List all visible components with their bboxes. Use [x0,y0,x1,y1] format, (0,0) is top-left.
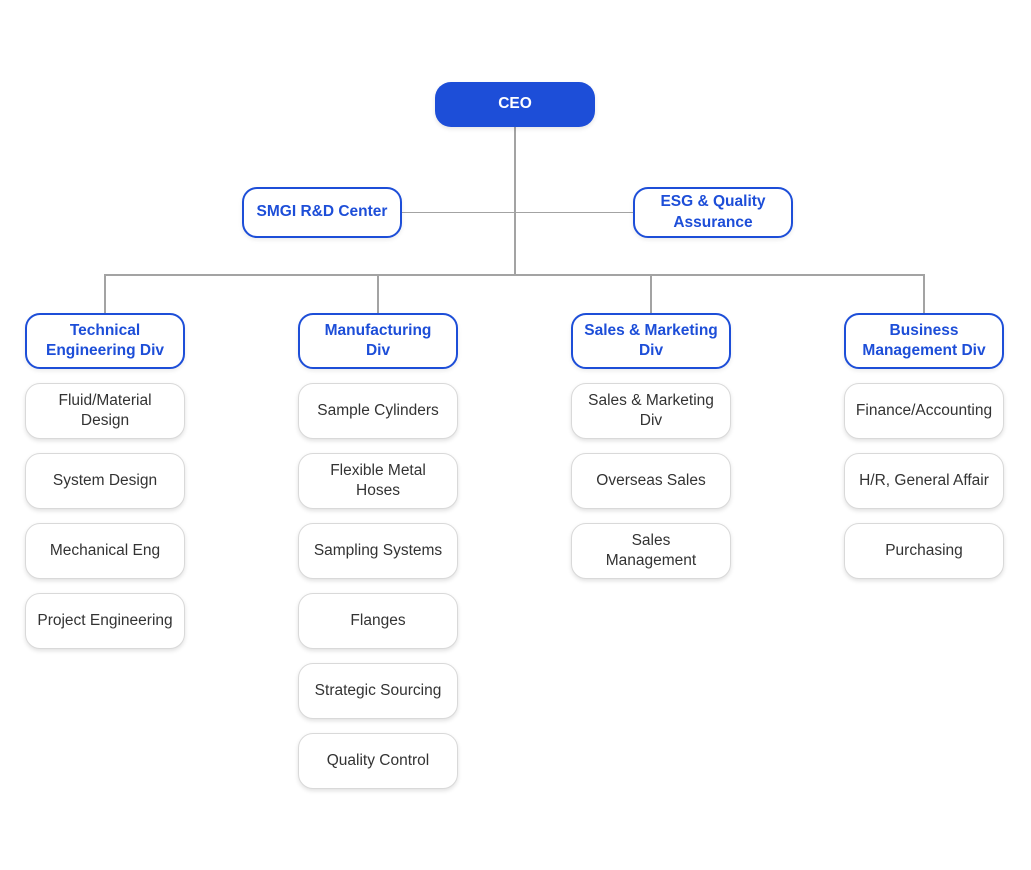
team-node-fluid-material-design: Fluid/Material Design [25,383,185,439]
division-node-manufacturing: Manufacturing Div [298,313,458,369]
connector-divisions-bus [104,274,924,276]
division-node-sales-marketing: Sales & Marketing Div [571,313,731,369]
ceo-node: CEO [435,82,595,127]
staff-node-smgi-rnd-center: SMGI R&D Center [242,187,402,238]
connector-drop-technical [104,274,106,314]
team-node-flexible-metal-hoses: Flexible Metal Hoses [298,453,458,509]
division-node-business-management: Business Management Div [844,313,1004,369]
connector-ceo-vertical [514,127,516,275]
team-node-project-engineering: Project Engineering [25,593,185,649]
team-node-flanges: Flanges [298,593,458,649]
division-column-sales-marketing: Sales & Marketing Div Sales & Marketing … [571,313,731,579]
division-column-business-management: Business Management Div Finance/Accounti… [844,313,1004,579]
team-node-overseas-sales: Overseas Sales [571,453,731,509]
team-node-sampling-systems: Sampling Systems [298,523,458,579]
team-node-mechanical-eng: Mechanical Eng [25,523,185,579]
team-node-sales-management: Sales Management [571,523,731,579]
team-node-strategic-sourcing: Strategic Sourcing [298,663,458,719]
team-node-sales-marketing-div: Sales & Marketing Div [571,383,731,439]
connector-drop-business [923,274,925,314]
division-column-technical-engineering: Technical Engineering Div Fluid/Material… [25,313,185,649]
team-node-sample-cylinders: Sample Cylinders [298,383,458,439]
team-node-purchasing: Purchasing [844,523,1004,579]
connector-drop-sales [650,274,652,314]
division-column-manufacturing: Manufacturing Div Sample Cylinders Flexi… [298,313,458,789]
team-node-hr-general-affair: H/R, General Affair [844,453,1004,509]
team-node-finance-accounting: Finance/Accounting [844,383,1004,439]
division-node-technical-engineering: Technical Engineering Div [25,313,185,369]
team-node-system-design: System Design [25,453,185,509]
staff-node-esg-quality-assurance: ESG & Quality Assurance [633,187,793,238]
team-node-quality-control: Quality Control [298,733,458,789]
connector-drop-manufacturing [377,274,379,314]
connector-staff-horizontal [402,211,633,213]
